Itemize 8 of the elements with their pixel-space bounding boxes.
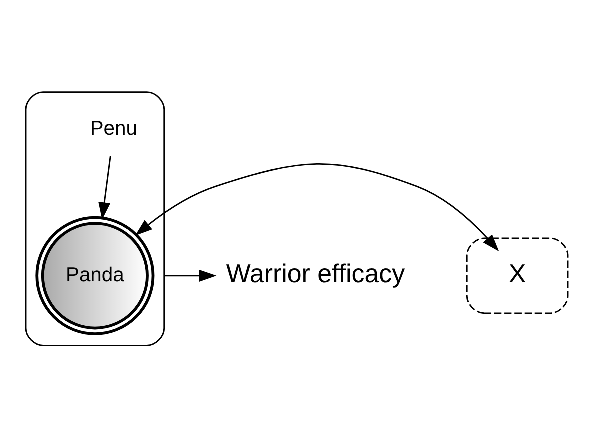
cluster [25,92,166,346]
arrow [98,156,112,220]
arrow [164,270,217,282]
node-text: Warrior efficacy [226,260,406,288]
node-text: X [508,260,526,288]
node-text: Penu [90,118,138,140]
arrow [135,164,500,252]
cluster [466,238,569,314]
